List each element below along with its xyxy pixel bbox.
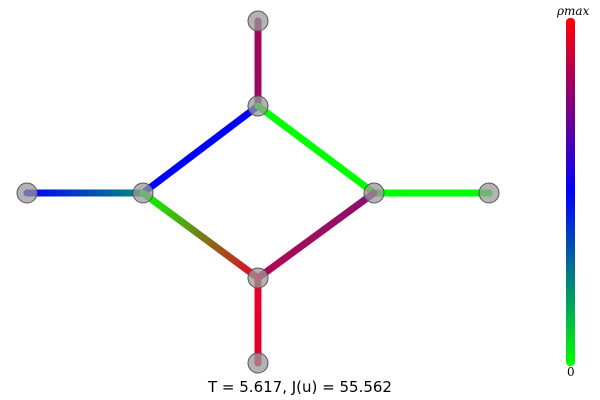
colorbar-max-label-text: ρmax: [557, 4, 590, 18]
node-bottom-junction: [247, 267, 269, 289]
edge-top-junction-left-junction: [139, 102, 262, 197]
colorbar-max-label: ρmax: [557, 4, 589, 18]
node-top-junction: [247, 95, 269, 117]
density-colorbar: [566, 18, 575, 366]
edges-layer: [23, 17, 493, 367]
node-left-end: [16, 182, 38, 204]
node-right-junction: [363, 182, 385, 204]
node-top-end: [247, 10, 269, 32]
edge-right-junction-bottom-junction: [254, 189, 378, 282]
node-left-junction: [132, 182, 154, 204]
edge-left-junction-bottom-junction: [139, 189, 262, 282]
nodes-layer: [16, 10, 500, 374]
edge-top-junction-right-junction: [254, 102, 378, 197]
caption-text: T = 5.617, J(u) = 55.562: [208, 378, 392, 396]
node-bottom-end: [247, 352, 269, 374]
diagram-caption: T = 5.617, J(u) = 55.562: [0, 378, 600, 396]
node-right-end: [478, 182, 500, 204]
colorbar-min-label-text: 0: [567, 365, 575, 379]
colorbar-min-label: 0: [567, 365, 575, 379]
